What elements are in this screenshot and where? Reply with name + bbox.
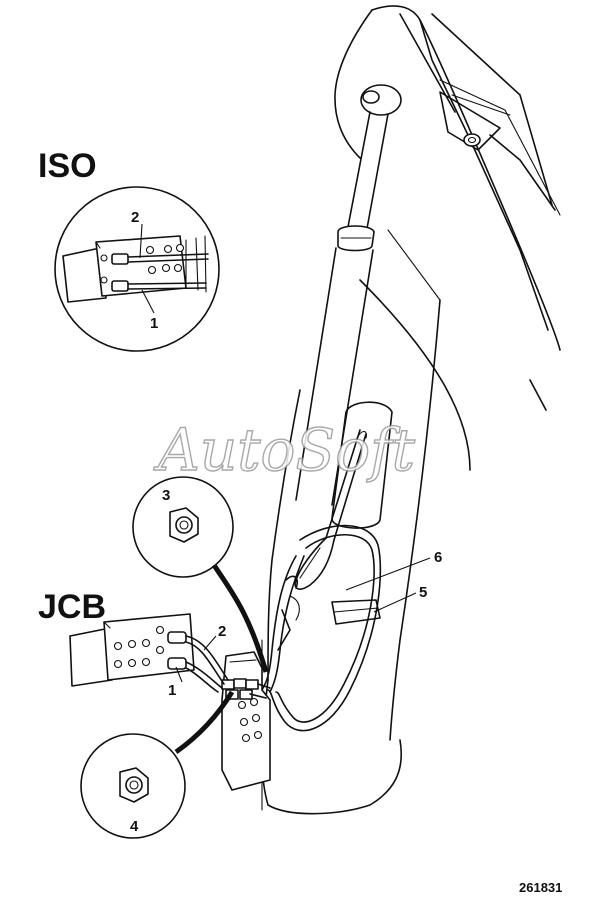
- callout-nut-4: 4: [130, 818, 139, 835]
- callout-iso-1: 1: [150, 315, 158, 332]
- callout-jcb-2: 2: [218, 623, 226, 640]
- jcb-heading: JCB: [38, 588, 106, 626]
- jcb-valve-block: [69, 613, 229, 693]
- nut-3-inset: [132, 476, 269, 673]
- iso-heading: ISO: [38, 147, 97, 185]
- leader-5: [373, 592, 417, 613]
- callout-jcb-1: 1: [168, 682, 176, 699]
- nut-3-icon: [175, 516, 193, 534]
- watermark: AutoSoft: [153, 416, 416, 484]
- iso-inset: [54, 186, 220, 352]
- nut-4-icon: [125, 776, 143, 794]
- leader-6: [345, 557, 431, 591]
- part-number: 261831: [519, 880, 562, 895]
- callout-iso-2: 2: [131, 209, 139, 226]
- callout-hose-5: 5: [419, 584, 427, 601]
- callout-hose-6: 6: [434, 549, 442, 566]
- lower-valve-block: [221, 651, 271, 791]
- boom-arm: [261, 5, 561, 815]
- callout-nut-3: 3: [162, 487, 170, 504]
- nut-4-inset: [80, 690, 235, 839]
- hydraulic-hoses: [261, 429, 382, 732]
